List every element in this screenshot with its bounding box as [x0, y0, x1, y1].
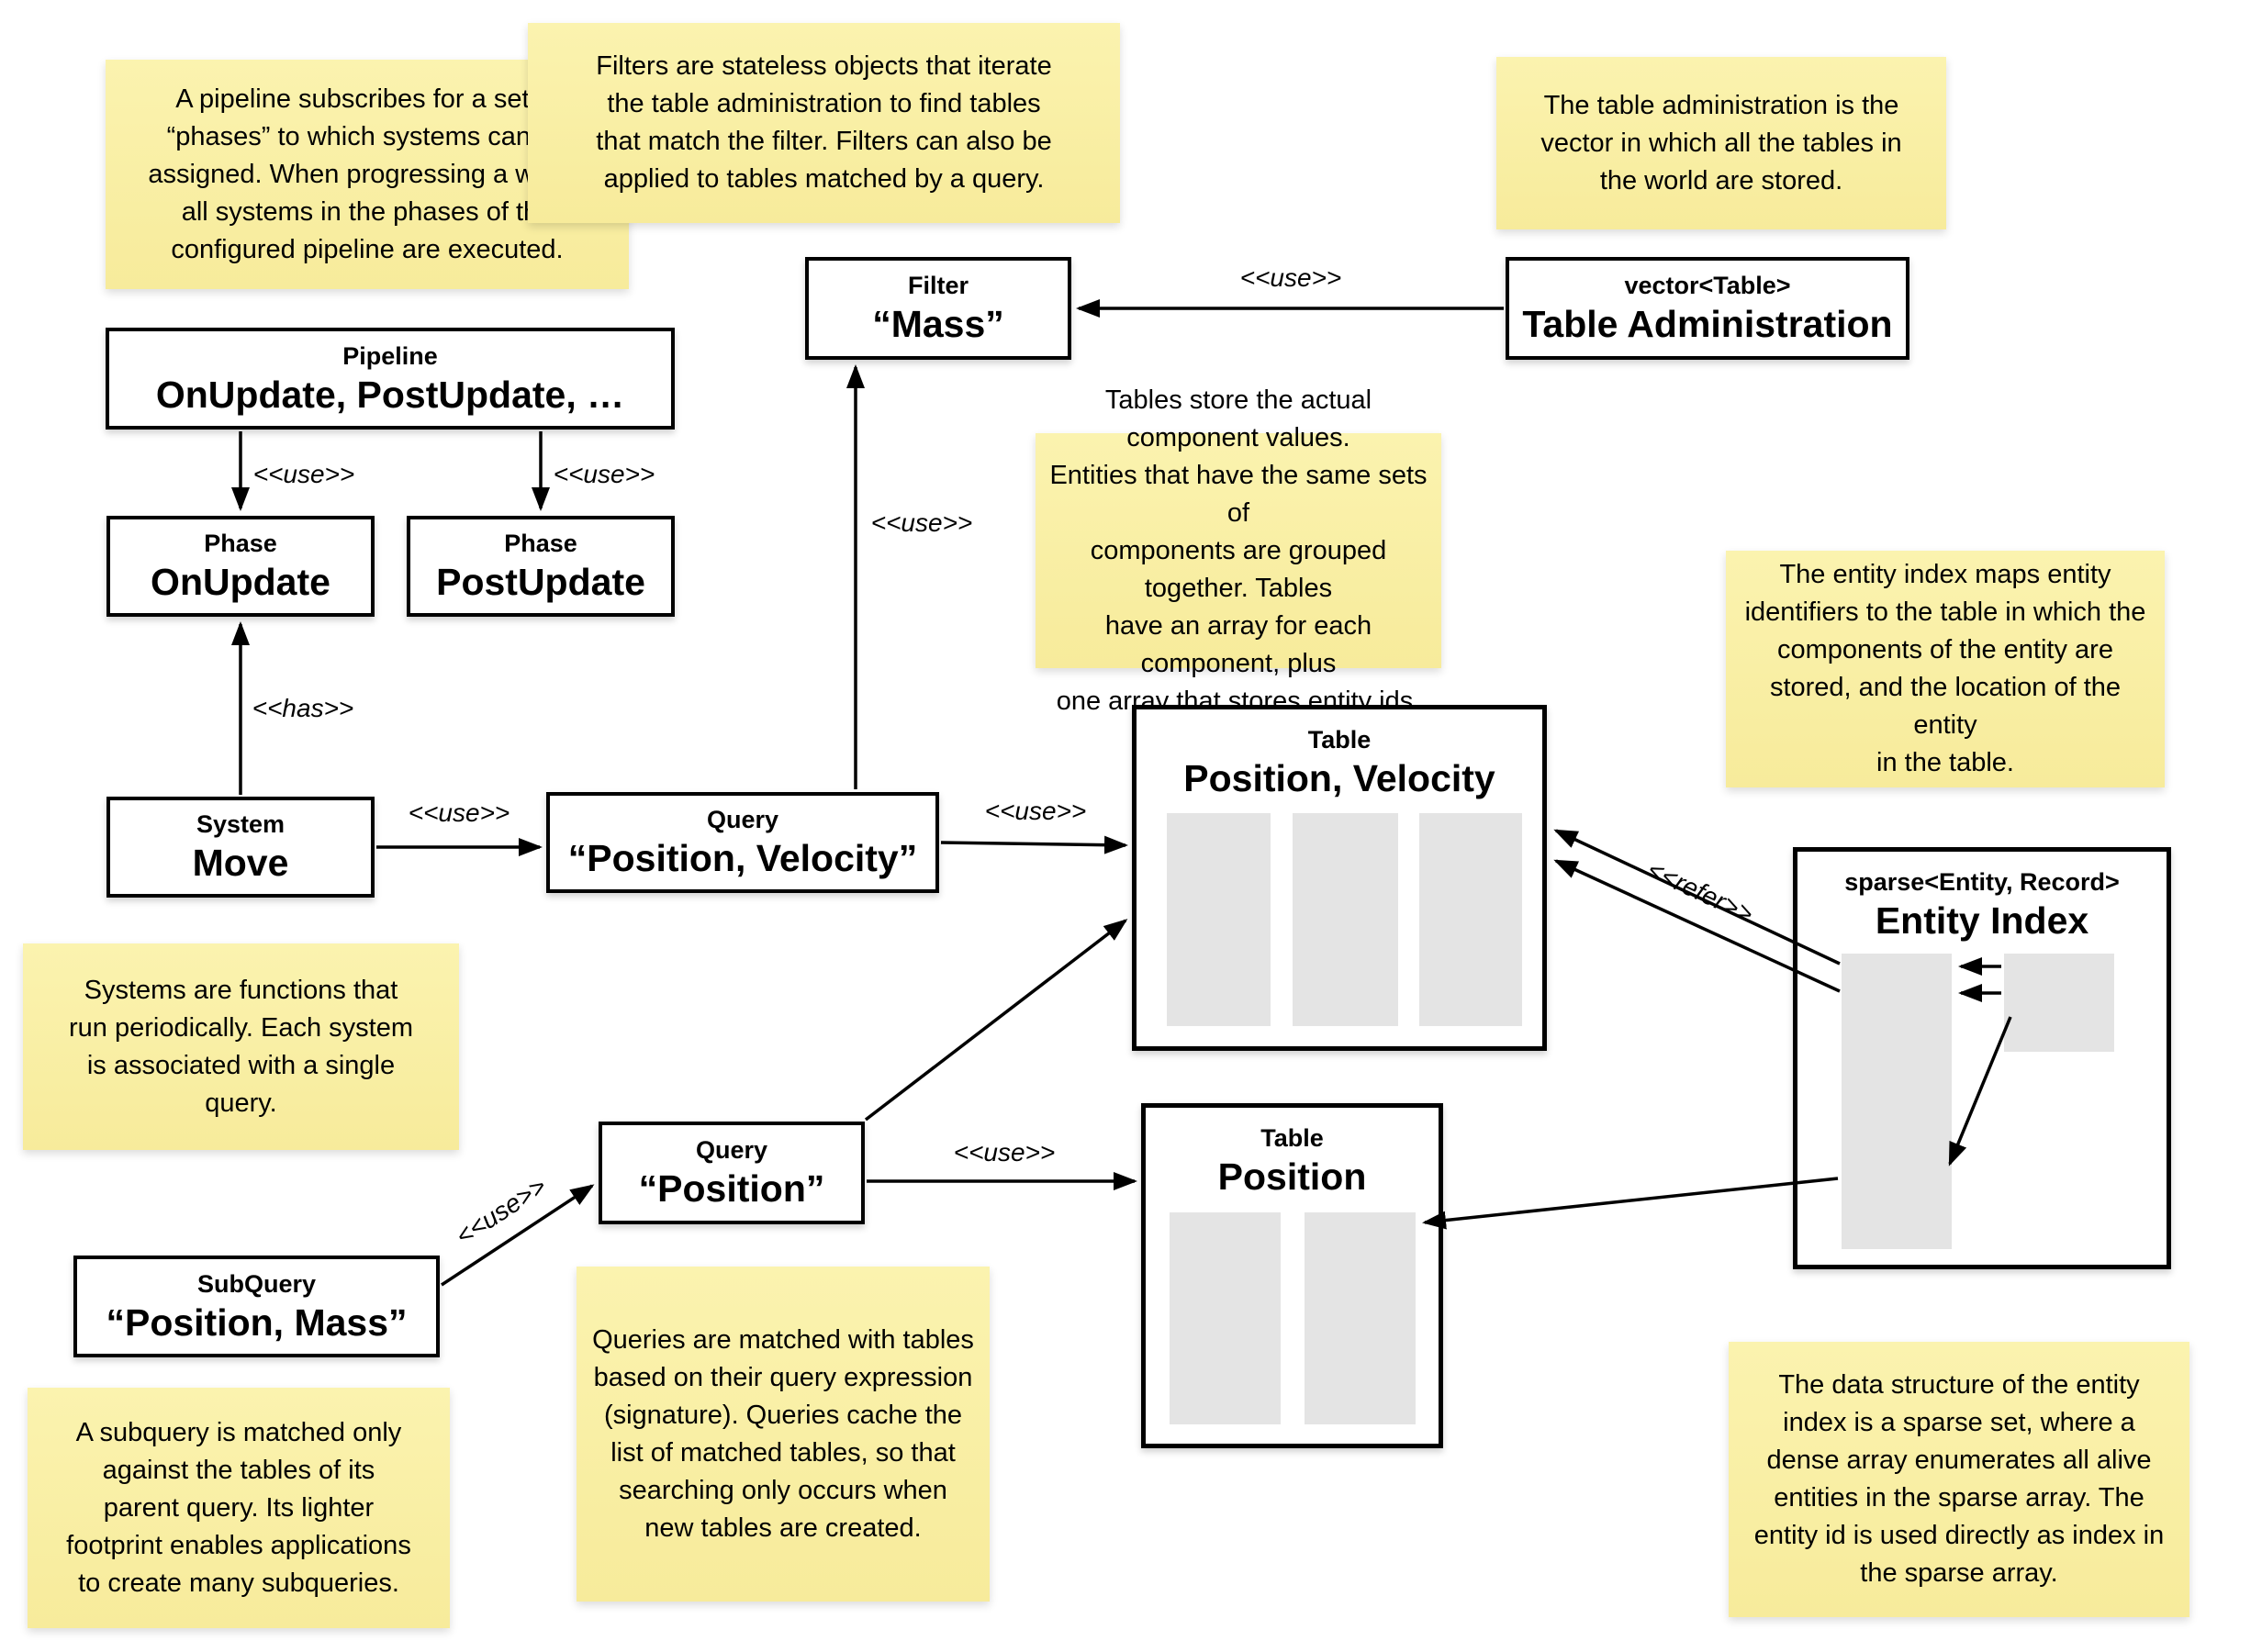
box-system-move-title: System [196, 810, 286, 838]
box-filter-mass-name: “Mass” [872, 303, 1004, 345]
box-query-position-velocity: Query “Position, Velocity” [546, 792, 939, 893]
box-table-position-velocity-title: Table [1307, 726, 1372, 753]
box-phase-onupdate-name: OnUpdate [151, 561, 330, 603]
box-entity-index: sparse<Entity, Record> Entity Index [1793, 847, 2171, 1269]
box-query-position-title: Query [695, 1136, 768, 1164]
box-pipeline: Pipeline OnUpdate, PostUpdate, … [106, 328, 675, 430]
arrow-querypos-to-tablepv [864, 919, 1128, 1122]
arrow-sparse-to-tablepos [1422, 1177, 1839, 1230]
component-array [1419, 813, 1522, 1026]
box-query-position-velocity-name: “Position, Velocity” [567, 837, 918, 879]
note-filters: Filters are stateless objects that itera… [528, 23, 1120, 223]
box-phase-postupdate-name: PostUpdate [436, 561, 645, 603]
box-subquery-name: “Position, Mass” [106, 1300, 408, 1344]
note-entity-index: The entity index maps entity identifiers… [1726, 551, 2165, 787]
component-array [1170, 1212, 1281, 1424]
label-pipeline-to-postupdate: <<use>> [553, 460, 655, 488]
box-phase-postupdate-title: Phase [504, 530, 577, 557]
dense-array [2004, 954, 2114, 1052]
box-filter-mass: Filter “Mass” [805, 257, 1071, 360]
arrow-querypv-to-tablepv [940, 835, 1128, 854]
box-system-move: System Move [106, 797, 375, 898]
box-pipeline-name: OnUpdate, PostUpdate, … [155, 373, 625, 416]
box-table-administration: vector<Table> Table Administration [1506, 257, 1909, 360]
label-tableadmin-to-filter: <<use>> [1239, 263, 1342, 292]
box-filter-mass-title: Filter [907, 272, 969, 299]
box-subquery: SubQuery “Position, Mass” [73, 1256, 440, 1357]
note-systems: Systems are functions that run periodica… [23, 943, 459, 1150]
box-phase-onupdate-title: Phase [204, 530, 277, 557]
label-move-to-onupdate: <<has>> [252, 694, 354, 722]
note-subquery: A subquery is matched only against the t… [28, 1388, 450, 1628]
box-table-position-velocity-name: Position, Velocity [1183, 757, 1495, 799]
box-table-administration-name: Table Administration [1522, 303, 1893, 345]
box-phase-onupdate: Phase OnUpdate [106, 516, 375, 617]
label-move-to-query: <<use>> [408, 798, 510, 827]
note-tables: Tables store the actual component values… [1036, 385, 1441, 716]
box-table-administration-title: vector<Table> [1624, 272, 1791, 299]
label-querypv-to-tablepv: <<use>> [984, 797, 1087, 825]
box-table-position-title: Table [1260, 1124, 1324, 1152]
box-query-position-name: “Position” [638, 1167, 825, 1210]
component-array [1293, 813, 1398, 1026]
box-table-position-name: Position [1217, 1155, 1367, 1198]
box-query-position-velocity-title: Query [706, 806, 779, 833]
box-table-position: Table Position [1141, 1103, 1443, 1448]
label-pipeline-to-onupdate: <<use>> [252, 460, 355, 488]
label-query-to-filter: <<use>> [870, 508, 973, 537]
sparse-array [1842, 954, 1952, 1249]
box-entity-index-title: sparse<Entity, Record> [1844, 868, 2120, 896]
box-table-position-velocity: Table Position, Velocity [1132, 705, 1547, 1051]
label-entityindex-to-table: <<refer>> [1642, 854, 1758, 929]
box-pipeline-title: Pipeline [342, 341, 438, 370]
box-system-move-name: Move [192, 842, 289, 884]
note-data-structure: The data structure of the entity index i… [1729, 1342, 2189, 1617]
note-queries: Queries are matched with tables based on… [577, 1267, 990, 1602]
note-table-admin: The table administration is the vector i… [1496, 57, 1946, 229]
box-entity-index-name: Entity Index [1875, 899, 2089, 942]
label-subquery-to-querypos: <<use>> [450, 1171, 552, 1251]
label-querypos-to-tablepos: <<use>> [953, 1138, 1056, 1166]
component-array [1167, 813, 1271, 1026]
box-phase-postupdate: Phase PostUpdate [407, 516, 675, 617]
box-query-position: Query “Position” [599, 1122, 865, 1224]
box-subquery-title: SubQuery [196, 1269, 317, 1298]
component-array [1305, 1212, 1416, 1424]
